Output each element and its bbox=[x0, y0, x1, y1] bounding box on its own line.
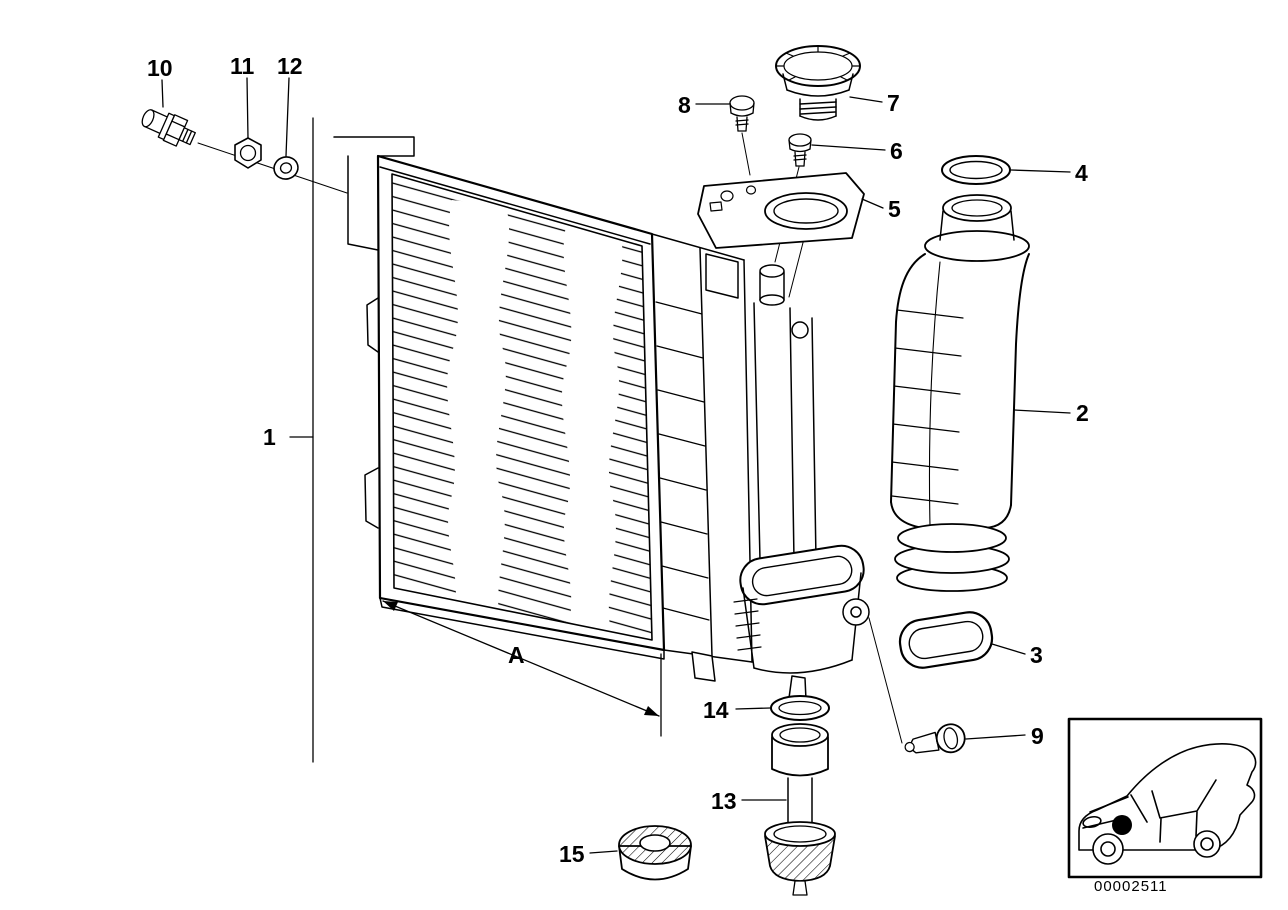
dimension-arrowhead bbox=[383, 601, 398, 611]
callout-7[interactable]: 7 bbox=[887, 90, 900, 116]
radiator-top-bracket bbox=[333, 136, 415, 157]
drain-plug bbox=[764, 723, 836, 896]
bushing bbox=[618, 825, 692, 881]
leader-lines bbox=[161, 77, 1071, 854]
dimension-label: A bbox=[508, 642, 525, 668]
core-break-band bbox=[561, 226, 623, 626]
assembly-axis-lines bbox=[197, 132, 903, 744]
gasket bbox=[898, 611, 994, 669]
radiator-side-tab bbox=[364, 467, 379, 529]
radiator-outlet-housing bbox=[733, 544, 870, 701]
callout-5[interactable]: 5 bbox=[888, 196, 901, 222]
radiator-side-tab bbox=[366, 297, 379, 353]
dimension-arrowhead bbox=[644, 706, 659, 716]
filler-cap bbox=[775, 45, 861, 121]
callout-10[interactable]: 10 bbox=[147, 55, 173, 81]
callout-15[interactable]: 15 bbox=[559, 841, 585, 867]
tank-level-ribs bbox=[891, 309, 964, 505]
car-3quarter-view-icon bbox=[1078, 743, 1257, 865]
radiator-foot bbox=[691, 651, 716, 682]
o-ring-14 bbox=[770, 695, 830, 721]
thumbnail-frame bbox=[1067, 717, 1263, 879]
radiator-side-pipe bbox=[705, 253, 817, 561]
callout-1[interactable]: 1 bbox=[263, 424, 276, 450]
screw-8 bbox=[729, 95, 755, 132]
o-ring-4 bbox=[941, 155, 1011, 185]
callout-8[interactable]: 8 bbox=[678, 92, 691, 118]
side-tank-ribs bbox=[655, 301, 710, 621]
screw-6 bbox=[788, 133, 812, 167]
callout-14[interactable]: 14 bbox=[703, 697, 729, 723]
callout-4[interactable]: 4 bbox=[1075, 160, 1088, 186]
hex-nut bbox=[234, 137, 262, 169]
core-break-band bbox=[447, 200, 510, 622]
car-thumbnail bbox=[1067, 717, 1263, 879]
drain-valve bbox=[904, 723, 966, 754]
callout-12[interactable]: 12 bbox=[277, 53, 303, 79]
dimension-a bbox=[382, 600, 662, 737]
callout-11[interactable]: 11 bbox=[230, 53, 255, 79]
temperature-sensor bbox=[141, 109, 196, 147]
callout-2[interactable]: 2 bbox=[1076, 400, 1089, 426]
part-location-marker bbox=[1112, 815, 1132, 835]
doc-number: 00002511 bbox=[1094, 878, 1168, 895]
mounting-plate bbox=[697, 172, 865, 249]
callout-9[interactable]: 9 bbox=[1031, 723, 1044, 749]
radiator bbox=[333, 136, 753, 682]
expansion-tank bbox=[890, 194, 1030, 592]
callout-13[interactable]: 13 bbox=[711, 788, 737, 814]
washer bbox=[273, 156, 299, 180]
callout-3[interactable]: 3 bbox=[1030, 642, 1043, 668]
callout-6[interactable]: 6 bbox=[890, 138, 903, 164]
